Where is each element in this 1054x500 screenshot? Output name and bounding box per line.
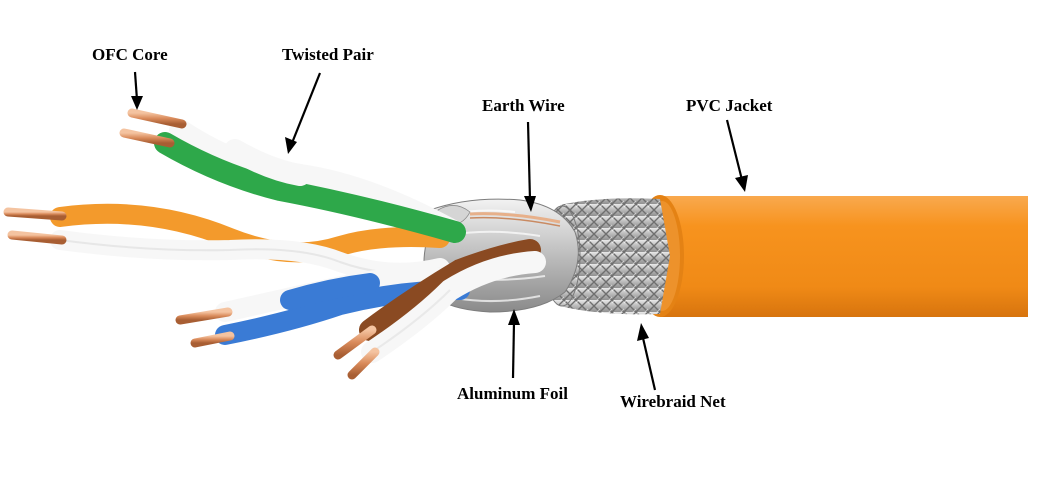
- brown-twisted-pair: [333, 239, 546, 380]
- pvc-jacket: [636, 195, 1028, 317]
- annotation-arrows: [131, 71, 748, 391]
- arrow-ofc-core: [131, 71, 143, 110]
- label-ofc-core: OFC Core: [92, 45, 168, 64]
- arrow-pvc-jacket: [725, 119, 748, 192]
- arrow-wirebraid-net: [637, 323, 657, 391]
- arrow-aluminum-foil: [508, 309, 520, 379]
- label-pvc-jacket: PVC Jacket: [686, 96, 773, 115]
- label-twisted-pair: Twisted Pair: [282, 45, 374, 64]
- arrow-earth-wire: [524, 121, 536, 212]
- label-aluminum-foil: Aluminum Foil: [457, 384, 568, 403]
- green-twisted-pair: [119, 108, 466, 243]
- arrow-twisted-pair: [285, 72, 322, 154]
- label-earth-wire: Earth Wire: [482, 96, 565, 115]
- earth-wire: [469, 212, 561, 227]
- label-wirebraid-net: Wirebraid Net: [620, 392, 726, 411]
